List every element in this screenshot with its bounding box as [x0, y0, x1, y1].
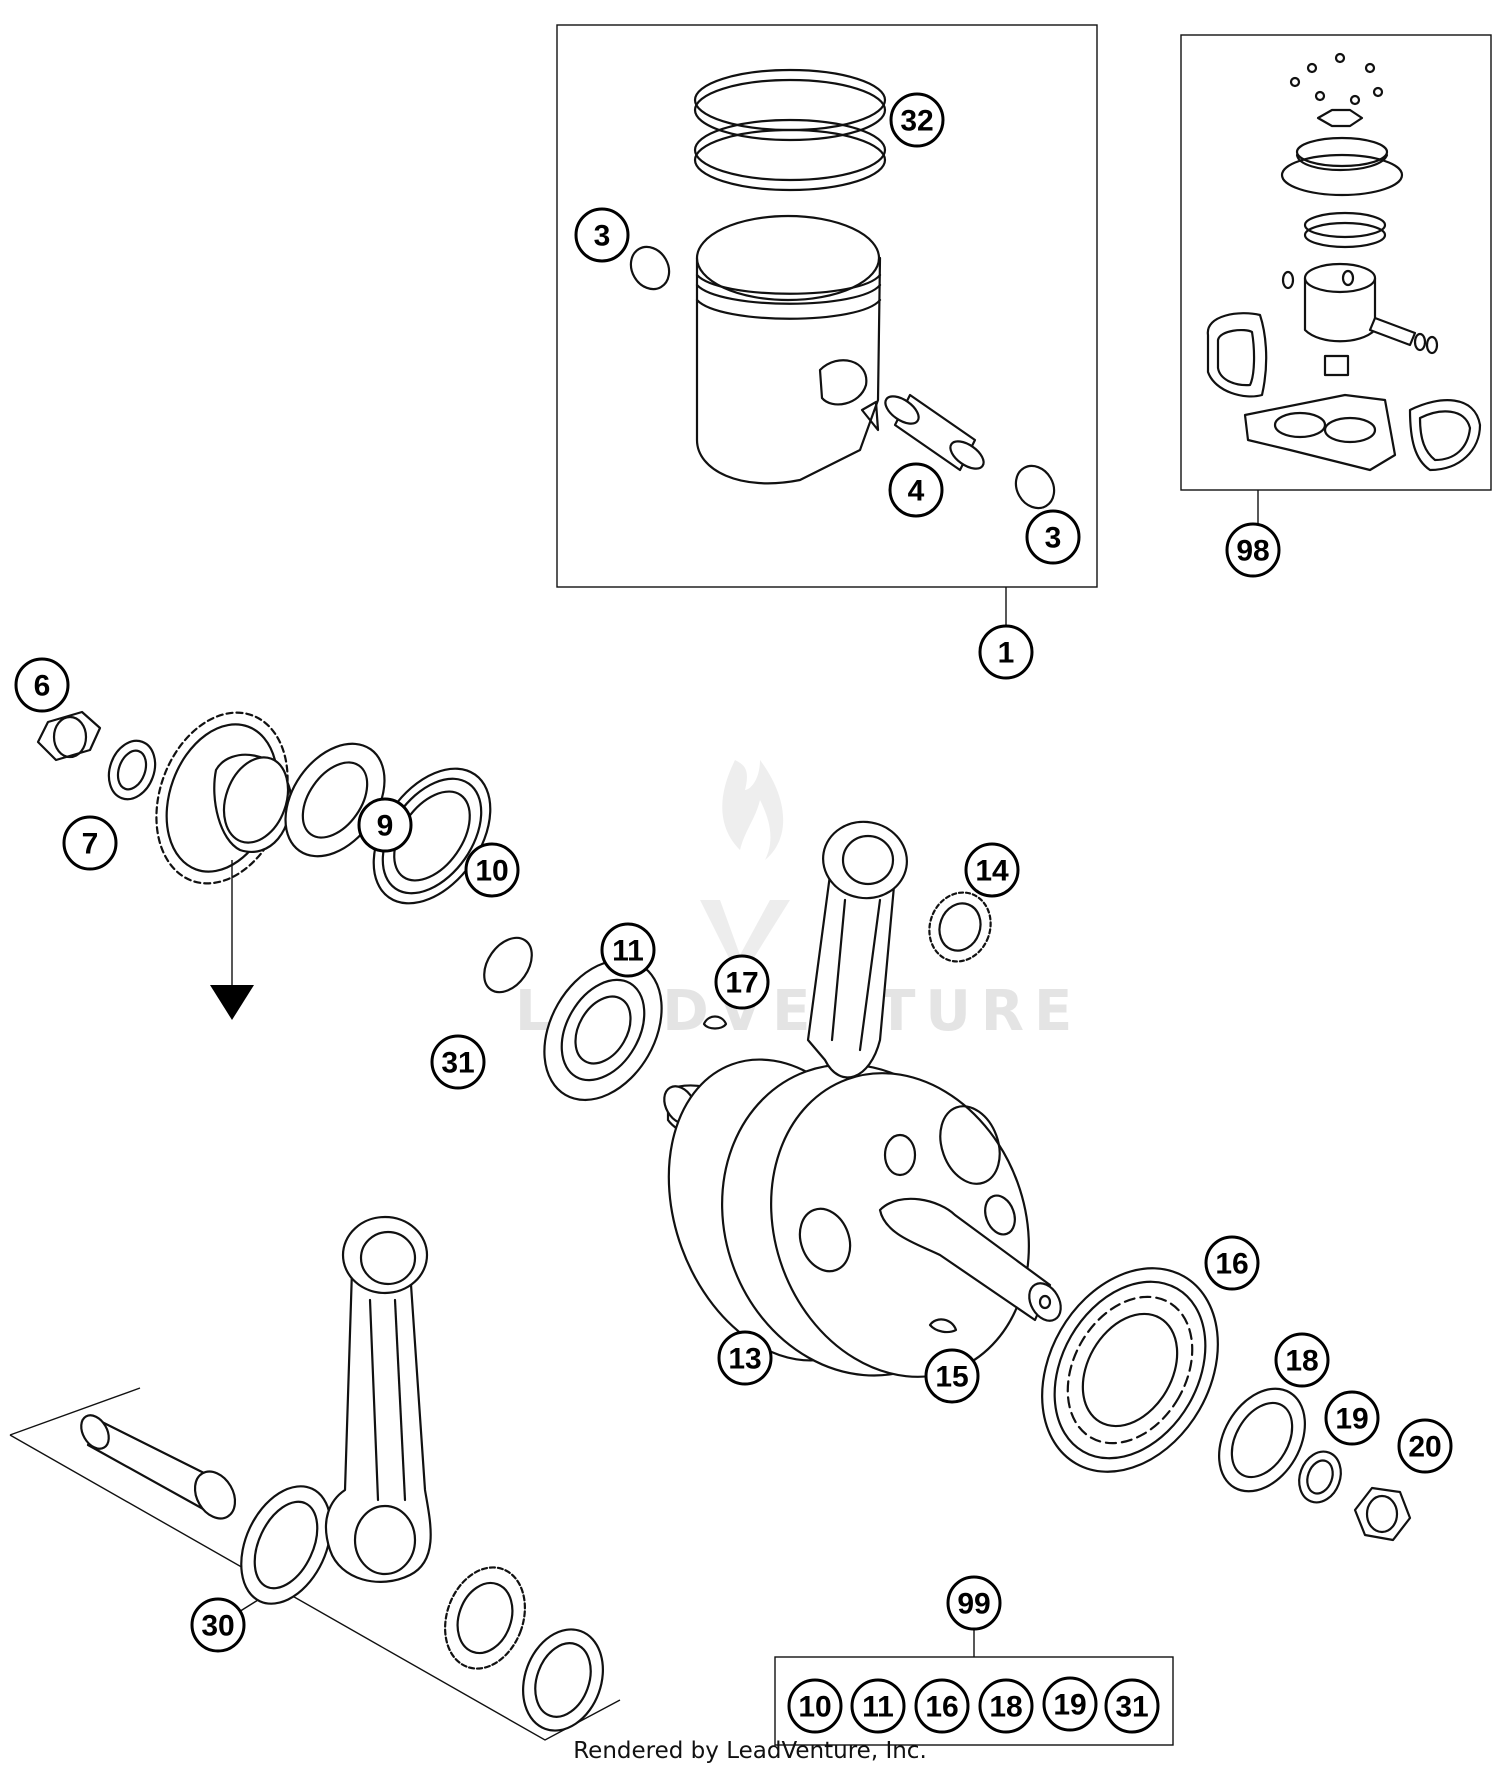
svg-text:11: 11 [862, 1691, 894, 1724]
piston-pin [884, 393, 985, 472]
bearing-16 [1041, 1267, 1219, 1473]
callout-31[interactable]: 31 [430, 1034, 486, 1090]
svg-text:16: 16 [1215, 1248, 1248, 1281]
callout-32[interactable]: 32 [889, 92, 945, 148]
svg-text:10: 10 [798, 1691, 831, 1724]
svg-text:99: 99 [957, 1588, 990, 1621]
svg-text:6: 6 [34, 670, 51, 703]
woodruff-key-15 [928, 1318, 958, 1334]
lock-washer-7 [107, 739, 157, 801]
o-ring-31 [483, 936, 533, 994]
svg-text:32: 32 [900, 105, 933, 138]
lock-washer-19 [1298, 1450, 1342, 1504]
woodruff-key-17 [702, 1015, 728, 1030]
kit-99-item-18[interactable]: 18 [978, 1678, 1034, 1734]
callout-18[interactable]: 18 [1274, 1332, 1330, 1388]
kit-99-item-10[interactable]: 10 [787, 1678, 843, 1734]
nut-20 [1353, 1486, 1412, 1542]
piston [695, 214, 882, 485]
svg-text:30: 30 [201, 1610, 234, 1643]
kit-99-item-31[interactable]: 31 [1104, 1678, 1160, 1734]
callout-4[interactable]: 4 [888, 462, 944, 518]
svg-text:18: 18 [1285, 1345, 1318, 1378]
svg-text:19: 19 [1335, 1403, 1368, 1436]
svg-text:10: 10 [475, 855, 508, 888]
svg-text:11: 11 [612, 935, 644, 968]
piston-kit-box [556, 24, 1098, 625]
circlip-3-right [1014, 464, 1056, 510]
callout-99[interactable]: 99 [946, 1575, 1002, 1631]
callout-16[interactable]: 16 [1204, 1235, 1260, 1291]
callout-7[interactable]: 7 [62, 815, 118, 871]
crankshaft-13 [663, 820, 1062, 1378]
callout-9[interactable]: 9 [357, 797, 413, 853]
callout-11[interactable]: 11 [600, 922, 656, 978]
callout-1[interactable]: 1 [978, 624, 1034, 680]
svg-text:13: 13 [728, 1343, 761, 1376]
svg-text:3: 3 [1045, 522, 1062, 555]
callout-17[interactable]: 17 [714, 954, 770, 1010]
needle-bearing-14 [928, 891, 992, 963]
callout-10[interactable]: 10 [464, 842, 520, 898]
callout-14[interactable]: 14 [964, 842, 1020, 898]
svg-text:31: 31 [1115, 1691, 1148, 1724]
callout-19[interactable]: 19 [1324, 1390, 1380, 1446]
conrod-kit-30 [80, 1215, 604, 1732]
footer-credit: Rendered by LeadVenture, Inc. [573, 1738, 927, 1764]
top-end-kit-parts [1206, 52, 1482, 472]
bearing-11 [543, 958, 663, 1102]
nut-6 [36, 710, 102, 762]
svg-text:16: 16 [925, 1691, 958, 1724]
svg-text:7: 7 [82, 828, 99, 861]
svg-text:98: 98 [1236, 535, 1269, 568]
kit-99-item-19[interactable]: 19 [1042, 1676, 1098, 1732]
callout-13[interactable]: 13 [717, 1330, 773, 1386]
callout-3-right[interactable]: 3 [1025, 509, 1081, 565]
callout-98[interactable]: 98 [1225, 522, 1281, 578]
primary-gear [155, 711, 292, 1020]
callout-3-left[interactable]: 3 [574, 207, 630, 263]
svg-text:15: 15 [935, 1361, 968, 1394]
callout-20[interactable]: 20 [1397, 1418, 1453, 1474]
svg-text:4: 4 [908, 475, 925, 508]
callout-30[interactable]: 30 [190, 1597, 246, 1653]
svg-text:3: 3 [594, 220, 611, 253]
svg-text:9: 9 [377, 810, 394, 843]
svg-text:17: 17 [725, 967, 758, 1000]
svg-text:18: 18 [989, 1691, 1022, 1724]
circlip-3-left [629, 245, 671, 291]
piston-rings [693, 68, 887, 192]
kit-99-item-11[interactable]: 11 [850, 1678, 906, 1734]
callout-6[interactable]: 6 [14, 657, 70, 713]
shaft-seal-18 [1218, 1387, 1306, 1493]
svg-text:14: 14 [975, 855, 1009, 888]
svg-text:19: 19 [1053, 1689, 1086, 1722]
svg-text:20: 20 [1408, 1431, 1441, 1464]
callout-15[interactable]: 15 [924, 1348, 980, 1404]
bearing-kit-99-box [774, 1630, 1174, 1746]
kit-99-item-16[interactable]: 16 [914, 1678, 970, 1734]
svg-text:1: 1 [998, 637, 1015, 670]
svg-text:31: 31 [441, 1047, 474, 1080]
